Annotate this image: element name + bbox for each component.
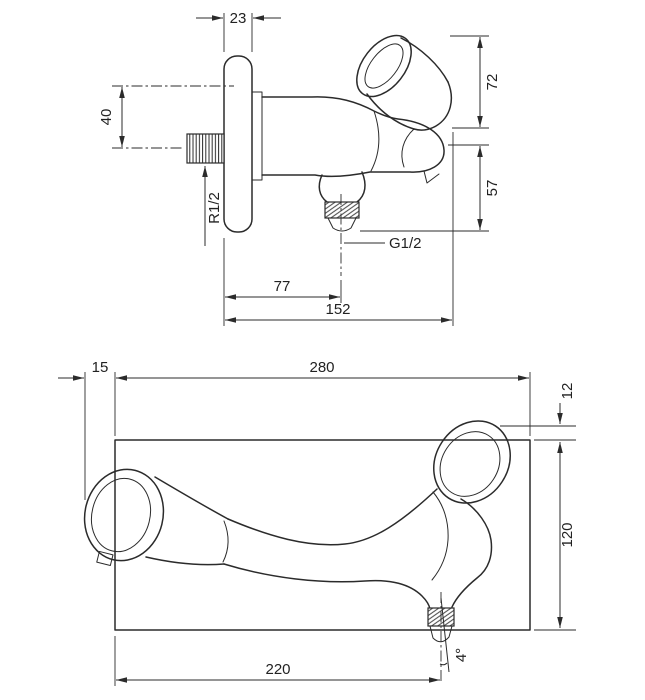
- dim-lower-height: 57: [484, 180, 501, 197]
- wall-collar: [251, 91, 263, 181]
- handle-cap-side: [356, 34, 412, 98]
- right-handle-cap: [433, 420, 511, 504]
- wall-plate-side: [223, 55, 253, 233]
- dim-handle-top-offset: 12: [559, 383, 576, 400]
- dim-upper-height: 72: [484, 74, 501, 91]
- spout-angle-line: [440, 597, 450, 673]
- inlet-thread-pipe: [186, 133, 225, 164]
- left-handle-edge-bottom: [145, 556, 225, 566]
- top-view: 15 280 12 120 4° 220: [58, 359, 576, 686]
- body-plan-bottom-edge: [223, 563, 431, 610]
- faucet-body-side: [261, 96, 445, 178]
- faucet-plan-outline: [83, 420, 531, 684]
- dim-spout-angle: 4°: [453, 648, 470, 662]
- left-handle-cap: [83, 468, 165, 562]
- handle-cap-rim: [364, 43, 404, 89]
- hub-arc: [401, 128, 415, 168]
- side-view-dimensions: 23 40 72 57 R1/2 G1/2 77: [98, 10, 501, 326]
- body-plan-right-edge: [451, 498, 493, 608]
- handle-edge-top: [400, 37, 449, 83]
- dim-spout-center-distance: 220: [265, 661, 290, 678]
- label-outlet-thread: G1/2: [389, 235, 422, 252]
- aerator-side: [324, 201, 360, 219]
- left-joint-line: [222, 520, 229, 563]
- spout-tip-side: [327, 217, 357, 232]
- side-view: 23 40 72 57 R1/2 G1/2 77: [98, 10, 501, 326]
- handle-end-arc: [413, 81, 452, 131]
- left-handle-rim: [90, 477, 152, 553]
- handle-edge-bottom: [366, 93, 415, 130]
- check-valve-nipple: [423, 170, 440, 184]
- faucet-side-outline: [112, 34, 452, 276]
- label-inlet-thread: R1/2: [206, 192, 223, 224]
- right-handle-rim: [439, 431, 501, 497]
- left-handle-edge-top: [154, 476, 229, 520]
- spout-funnel-right: [356, 171, 366, 203]
- spout-funnel-left: [318, 174, 328, 203]
- right-joint-line: [431, 491, 449, 581]
- dim-handle-overhang: 15: [92, 359, 109, 376]
- spout-angle-arc: [439, 662, 448, 666]
- dim-plate-depth: 23: [230, 10, 247, 27]
- body-plan-top-edge: [227, 488, 438, 546]
- body-joint-line: [370, 110, 380, 172]
- dim-spout-projection: 77: [274, 278, 291, 295]
- dim-inlet-offset: 40: [98, 109, 115, 126]
- top-view-dimensions: 15 280 12 120 4° 220: [58, 359, 576, 686]
- dim-plate-height: 120: [559, 522, 576, 547]
- left-handle-nub: [96, 550, 114, 567]
- dim-total-projection: 152: [325, 301, 350, 318]
- wall-plate-plan: [114, 439, 531, 631]
- dim-total-width: 280: [309, 359, 334, 376]
